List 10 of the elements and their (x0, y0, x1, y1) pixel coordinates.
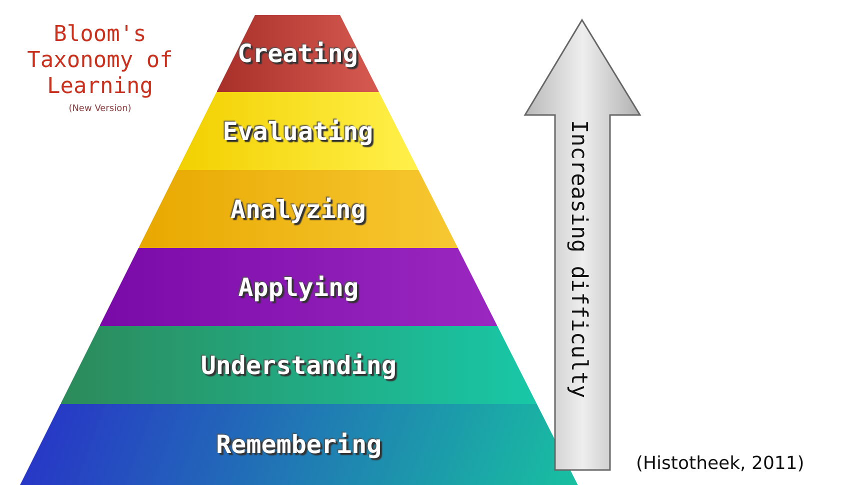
citation: (Histotheek, 2011) (636, 453, 804, 474)
layer-label: Understanding (200, 350, 396, 380)
layer-label: Remembering (216, 430, 382, 459)
arrow-label: Increasing difficulty (566, 120, 591, 398)
layer-label: Applying (238, 272, 359, 302)
layer-label: Creating (238, 39, 358, 68)
layer-label: Analyzing (230, 194, 366, 224)
subtitle: (New Version) (68, 104, 132, 114)
layer-label: Evaluating (222, 116, 374, 146)
title: Bloom's Taxonomy of Learning (26, 22, 174, 100)
